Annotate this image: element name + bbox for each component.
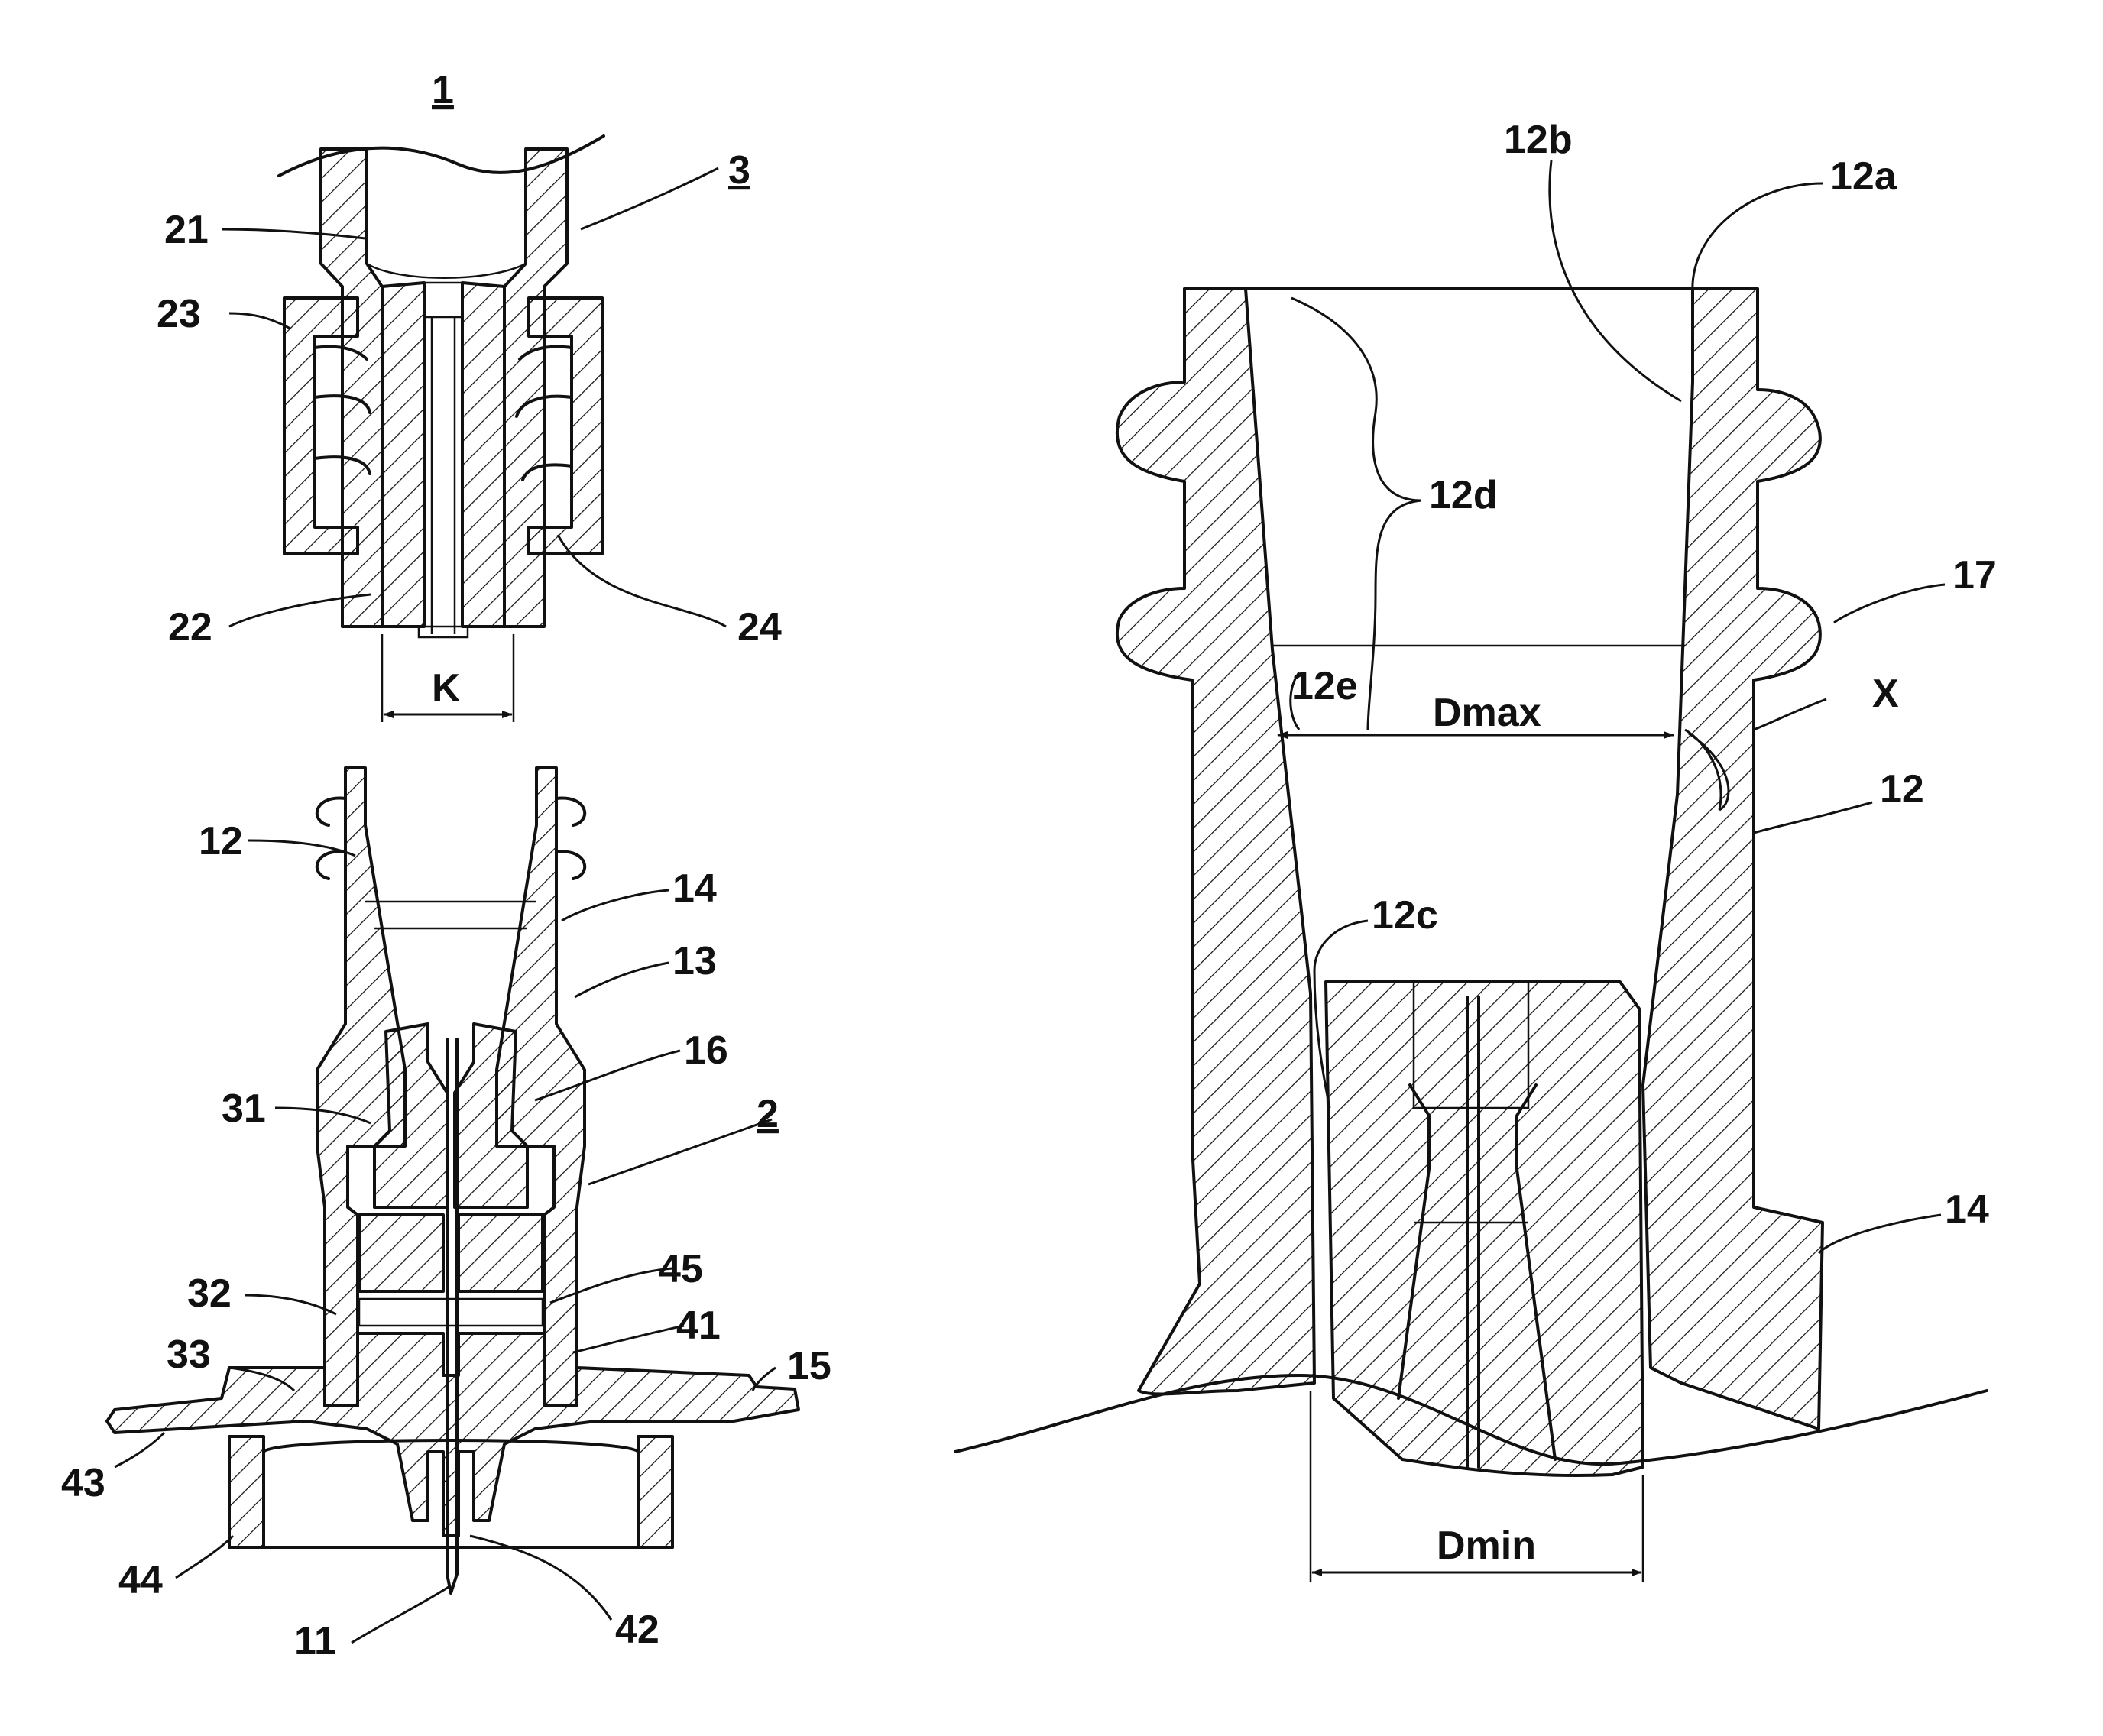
callout-12d: 12d bbox=[1429, 473, 1498, 517]
callout-12-detail: 12 bbox=[1880, 767, 1924, 811]
callout-12e: 12e bbox=[1291, 664, 1358, 708]
callout-33: 33 bbox=[167, 1333, 211, 1377]
callout-44: 44 bbox=[118, 1558, 163, 1602]
assembly-label: 1 bbox=[432, 68, 454, 112]
callout-23: 23 bbox=[157, 292, 201, 336]
callout-42: 42 bbox=[615, 1608, 659, 1652]
callout-15: 15 bbox=[787, 1344, 831, 1388]
callout-13: 13 bbox=[672, 939, 717, 983]
callout-12-left: 12 bbox=[199, 819, 243, 863]
callout-11: 11 bbox=[294, 1619, 336, 1663]
callout-17: 17 bbox=[1952, 553, 1997, 598]
callout-22: 22 bbox=[168, 605, 212, 649]
callout-x: X bbox=[1872, 672, 1899, 716]
callout-12c: 12c bbox=[1372, 893, 1438, 938]
callout-32: 32 bbox=[187, 1271, 232, 1316]
callout-12a: 12a bbox=[1830, 154, 1897, 199]
callout-14-detail: 14 bbox=[1945, 1187, 1989, 1232]
callout-12b: 12b bbox=[1504, 118, 1573, 162]
callout-14-left: 14 bbox=[672, 866, 717, 911]
dimension-dmin: Dmin bbox=[1437, 1524, 1536, 1568]
callout-16: 16 bbox=[684, 1028, 728, 1073]
dimension-k: K bbox=[432, 666, 461, 711]
callout-45: 45 bbox=[659, 1247, 703, 1291]
callout-24: 24 bbox=[737, 605, 782, 649]
callout-41: 41 bbox=[676, 1304, 721, 1348]
dimension-dmax: Dmax bbox=[1433, 691, 1541, 735]
lower-part-label: 2 bbox=[757, 1092, 779, 1136]
callout-21: 21 bbox=[164, 208, 209, 252]
callout-31: 31 bbox=[222, 1087, 266, 1131]
callout-43: 43 bbox=[61, 1461, 105, 1505]
upper-part-label: 3 bbox=[728, 148, 750, 193]
upper-connector-drawing bbox=[279, 136, 604, 722]
